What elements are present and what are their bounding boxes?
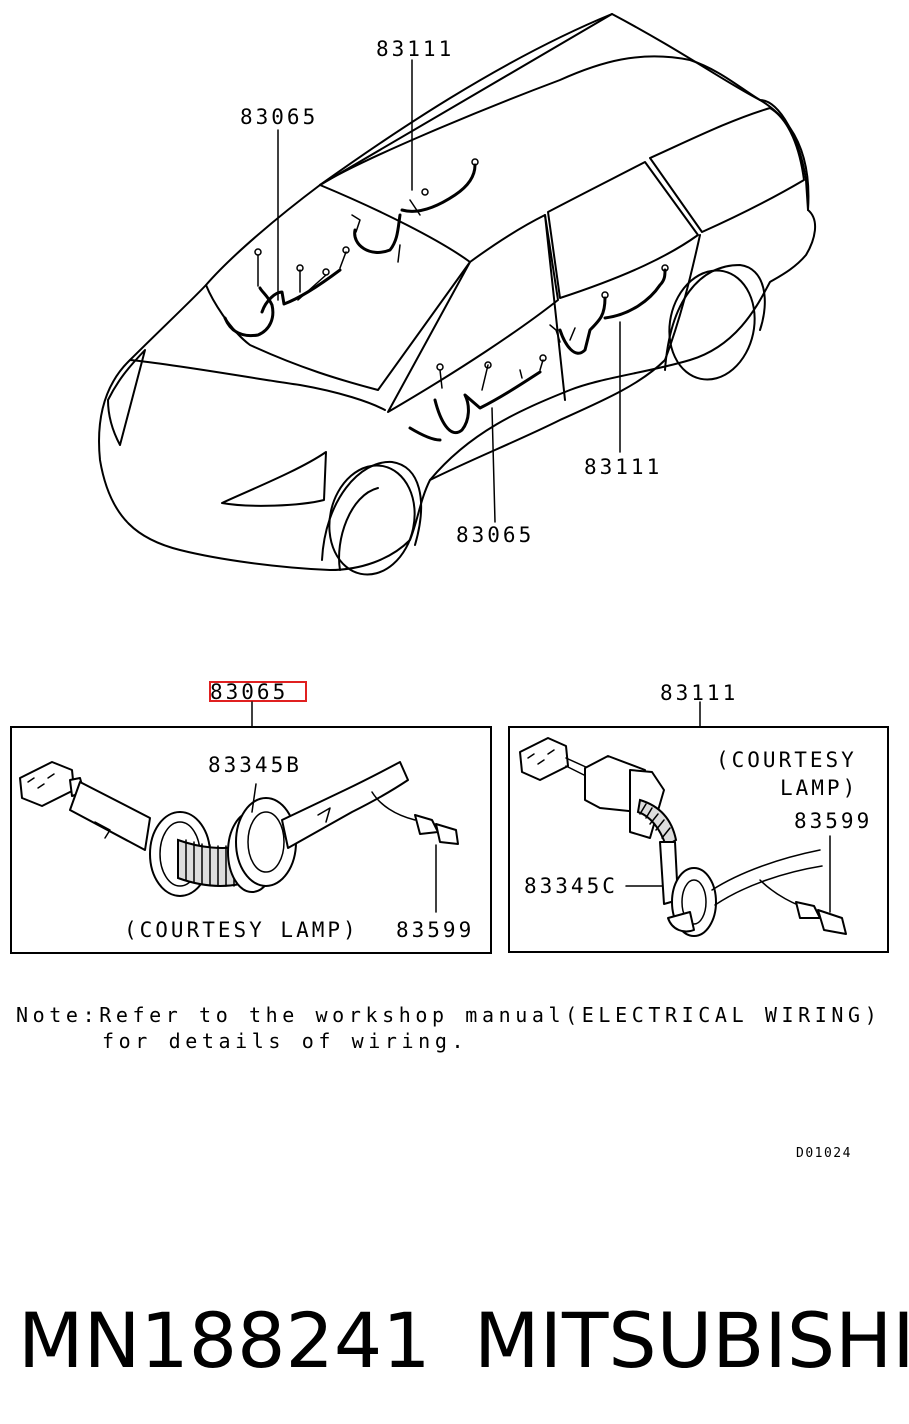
- callout-83111-top: 83111: [376, 37, 454, 61]
- connector-right: [519, 737, 569, 781]
- callout-83111-mid: 83111: [584, 455, 662, 479]
- drawing-code: D01024: [796, 1146, 852, 1161]
- part-83599-right: 83599: [794, 809, 872, 833]
- note-line-2: for details of wiring.: [102, 1029, 468, 1053]
- bellows-left: [177, 838, 241, 887]
- part-83345C: 83345C: [524, 874, 618, 898]
- caption-courtesy-lamp-left: (COURTESY LAMP): [124, 918, 359, 942]
- callout-83065-top: 83065: [240, 105, 318, 129]
- callout-83065-bottom: 83065: [456, 523, 534, 547]
- detail-panel-83111: 83111 (COURTESY LAMP) 83599 83345C: [508, 681, 889, 953]
- caption-courtesy-line1: (COURTESY: [716, 748, 857, 772]
- footer-part-number: MN188241: [18, 1296, 431, 1385]
- connector-left: [19, 761, 85, 807]
- part-83599-left: 83599: [396, 918, 474, 942]
- note-line-1: Note:Refer to the workshop manual(ELECTR…: [16, 1003, 881, 1027]
- highlight-box: [209, 681, 307, 702]
- detail-panel-83065: 83065 83345B (COURTE: [10, 680, 492, 954]
- caption-courtesy-line2: LAMP): [780, 776, 858, 800]
- footer-brand: MITSUBISHI: [474, 1296, 909, 1385]
- part-83345B: 83345B: [208, 753, 302, 777]
- panel-header-83065: 83065: [210, 680, 288, 704]
- car-illustration: 83111 83065 83111 83065: [98, 13, 817, 576]
- panel-header-83111: 83111: [660, 681, 738, 705]
